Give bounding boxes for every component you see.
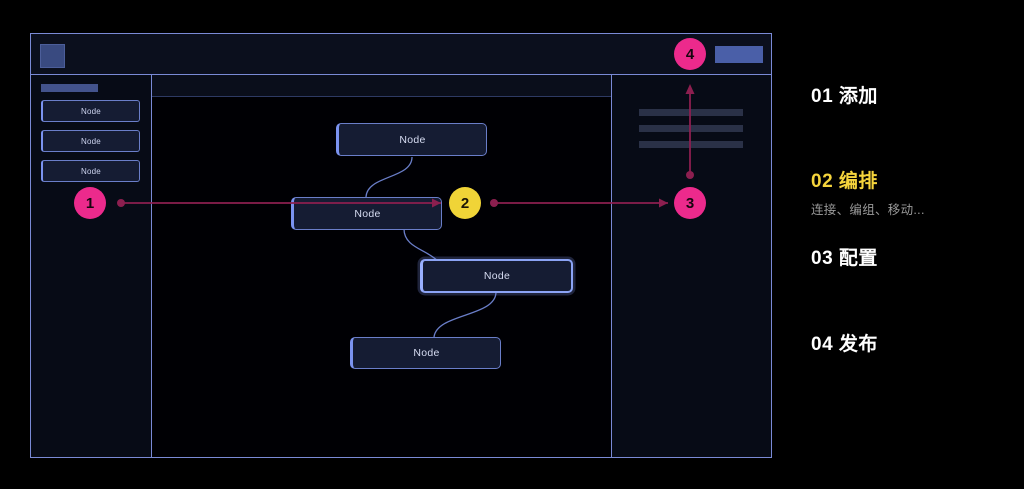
sidebar-node-item[interactable]: Node	[41, 100, 140, 122]
app-body: Node Node Node	[31, 75, 771, 457]
legend-number: 02	[811, 171, 834, 192]
step-marker-label: 3	[685, 194, 695, 212]
legend-title: 发布	[838, 334, 878, 355]
legend-title: 配置	[838, 248, 878, 269]
legend-number: 01	[811, 86, 834, 107]
legend-heading: 03 配置	[811, 247, 878, 271]
sidebar-node-label: Node	[81, 136, 101, 146]
canvas-surface[interactable]: Node Node Node Node	[152, 97, 611, 457]
step-marker-1: 1	[74, 187, 106, 219]
step-marker-3: 3	[674, 187, 706, 219]
legend-number: 03	[811, 248, 834, 269]
step-marker-4: 4	[674, 38, 706, 70]
sidebar-node-item[interactable]: Node	[41, 130, 140, 152]
legend-item-03: 03 配置	[811, 247, 878, 271]
legend-subtitle: 连接、编组、移动...	[811, 202, 925, 217]
sidebar-title-placeholder	[41, 84, 98, 92]
app-logo-square-icon	[40, 44, 65, 68]
legend-heading: 04 发布	[811, 333, 878, 357]
flow-canvas-area[interactable]: Node Node Node Node	[152, 75, 612, 457]
left-sidebar: Node Node Node	[31, 75, 152, 457]
legend-title: 编排	[838, 171, 878, 192]
step-marker-label: 4	[685, 45, 695, 63]
legend-item-02: 02 编排 连接、编组、移动...	[811, 170, 925, 218]
legend-heading: 02 编排	[811, 170, 925, 194]
right-inspector-panel	[612, 75, 771, 457]
legend-number: 04	[811, 334, 834, 355]
app-window: Node Node Node	[30, 33, 772, 458]
header-action-button[interactable]	[715, 46, 763, 63]
canvas-node[interactable]: Node	[350, 337, 501, 369]
app-header	[31, 34, 771, 75]
canvas-toolbar[interactable]	[152, 75, 611, 97]
canvas-node-label: Node	[354, 207, 381, 220]
canvas-node[interactable]: Node	[336, 123, 487, 156]
sidebar-node-label: Node	[81, 166, 101, 176]
legend-item-01: 01 添加	[811, 85, 878, 109]
sidebar-node-item[interactable]: Node	[41, 160, 140, 182]
canvas-node-label: Node	[399, 133, 426, 146]
sidebar-node-list: Node Node Node	[41, 100, 142, 190]
legend-title: 添加	[838, 86, 878, 107]
inspector-row[interactable]	[639, 125, 743, 132]
inspector-row[interactable]	[639, 141, 743, 148]
legend-heading: 01 添加	[811, 85, 878, 109]
legend-item-04: 04 发布	[811, 333, 878, 357]
canvas-node-label: Node	[483, 270, 511, 282]
canvas-node[interactable]: Node	[291, 197, 442, 230]
sidebar-node-label: Node	[81, 106, 101, 116]
canvas-node-selected[interactable]: Node	[420, 259, 573, 293]
step-marker-2: 2	[449, 187, 481, 219]
inspector-row[interactable]	[639, 109, 743, 116]
step-marker-label: 1	[85, 194, 95, 212]
canvas-node-label: Node	[413, 347, 440, 359]
step-marker-label: 2	[460, 194, 470, 212]
